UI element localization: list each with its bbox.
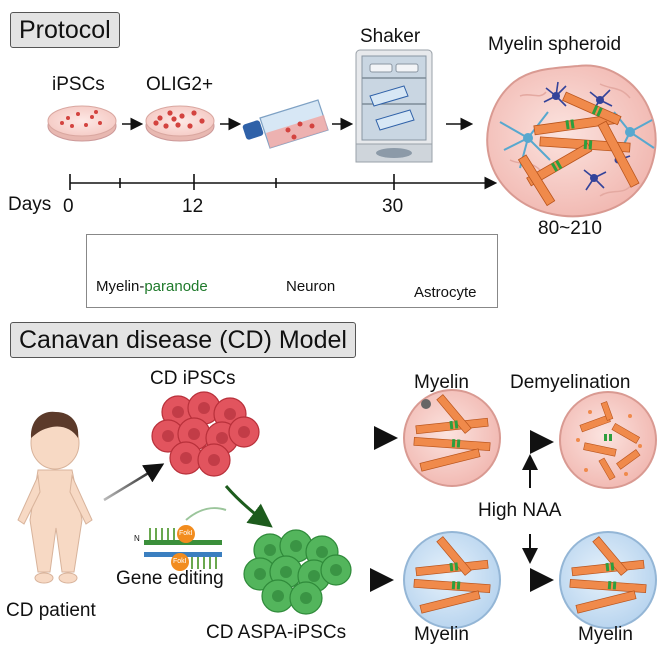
day-tick-0: 0 [63, 196, 74, 217]
days-label: Days [8, 194, 52, 215]
day-tick-30: 30 [382, 196, 404, 217]
ipsc-dish [47, 105, 117, 142]
ipsc-label: iPSCs [52, 74, 105, 95]
myelin-sphere-bottom-right [559, 531, 657, 629]
cd-model-title: Canavan disease (CD) Model [10, 322, 356, 358]
myelin-top-label: Myelin [414, 372, 469, 393]
demyelination-sphere [559, 391, 657, 489]
legend-myelin-prefix: Myelin- [96, 278, 145, 295]
myelin-bottom-left-label: Myelin [414, 624, 469, 645]
fokl-label-top: FokI [179, 530, 193, 537]
day-range-end: 80~210 [538, 218, 602, 239]
shaker-icon [355, 49, 433, 163]
cd-patient-label: CD patient [6, 600, 96, 621]
gene-editing-label: Gene editing [116, 568, 224, 589]
legend-myelin-label: Myelin-paranode [96, 278, 208, 295]
olig2-label: OLIG2+ [146, 74, 214, 95]
olig2-dish [145, 105, 215, 142]
legend-paranode-text: paranode [144, 278, 208, 295]
days-timeline [69, 174, 498, 190]
aspa-ipsc-label: CD ASPA-iPSCs [206, 622, 347, 643]
myelin-sphere-top [403, 389, 501, 487]
myelin-spheroid [486, 64, 657, 218]
spheroid-label: Myelin spheroid [488, 34, 622, 55]
legend-astrocyte-label: Astrocyte [414, 284, 477, 301]
high-naa-label: High NAA [478, 500, 562, 521]
demyelination-label: Demyelination [510, 372, 631, 393]
legend-box [86, 234, 498, 308]
myelin-bottom-right-label: Myelin [578, 624, 633, 645]
dna-n-label: N [134, 534, 140, 543]
cd-patient-figure [17, 411, 93, 584]
legend-neuron-label: Neuron [286, 278, 336, 295]
fokl-label-bottom: FokI [173, 558, 187, 565]
culture-flask [242, 99, 329, 149]
shaker-label: Shaker [360, 26, 421, 47]
gene-editing-dna-icon [144, 525, 222, 571]
day-tick-12: 12 [182, 196, 204, 217]
protocol-title: Protocol [10, 12, 120, 48]
myelin-sphere-bottom-left [403, 531, 501, 629]
cd-ipsc-label: CD iPSCs [150, 368, 236, 389]
